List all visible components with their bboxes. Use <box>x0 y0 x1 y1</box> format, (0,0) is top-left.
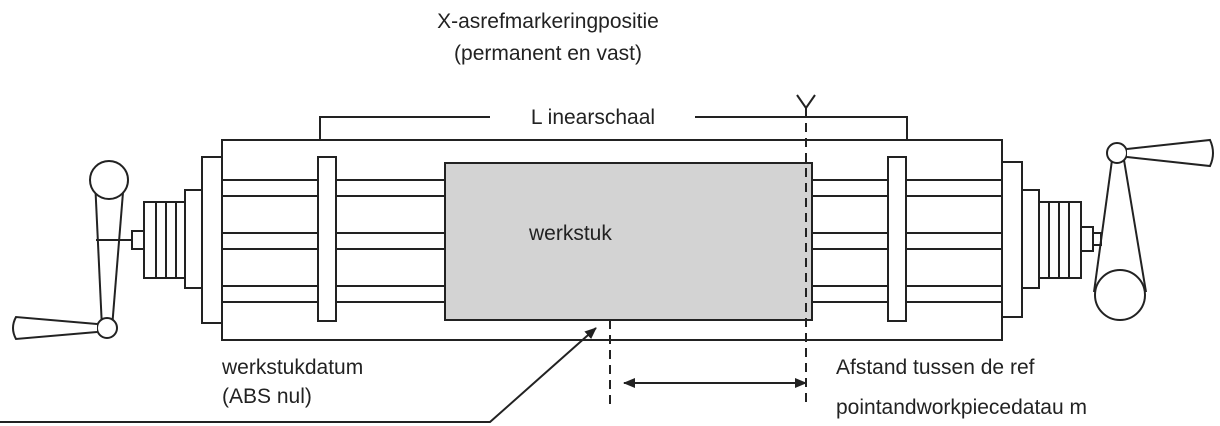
reference-mark-icon <box>796 94 816 110</box>
ref-mark-label-line2: (permanent en vast) <box>454 42 642 65</box>
handwheel-right-icon <box>1093 138 1214 321</box>
linear-scale-label: L inearschaal <box>531 106 655 129</box>
handwheel-left-icon <box>12 160 129 341</box>
ref-mark-label-line1: X-asrefmarkeringpositie <box>437 10 659 33</box>
datum-label-line2: (ABS nul) <box>222 385 312 408</box>
clamp-left <box>317 156 337 322</box>
datum-label-line1: werkstukdatum <box>221 356 363 379</box>
distance-label-line1: Afstand tussen de ref <box>836 356 1035 379</box>
workpiece <box>444 162 813 321</box>
linear-scale-bracket <box>319 116 908 140</box>
datum-leader-line <box>0 327 597 423</box>
workpiece-label: werkstuk <box>528 222 612 245</box>
distance-label-line2: pointandworkpiecedatau m <box>836 396 1087 419</box>
clamp-right <box>887 156 907 322</box>
left-end-assembly <box>96 156 223 324</box>
right-end-assembly <box>1001 161 1102 318</box>
